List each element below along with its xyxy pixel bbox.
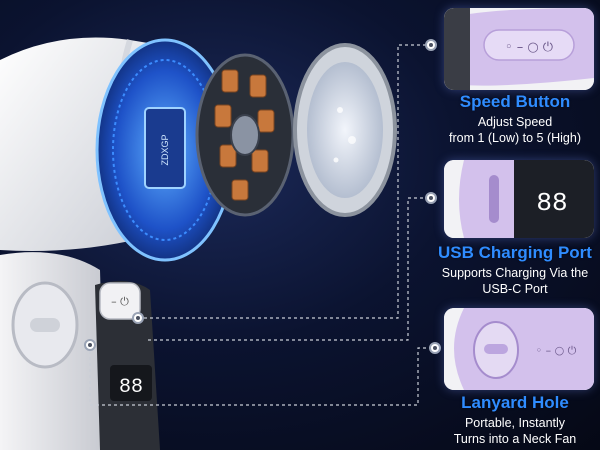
feature-desc-lanyard-line1: Portable, Instantly	[464, 416, 566, 430]
feature-desc-usb-line2: USB-C Port	[482, 282, 548, 296]
fan-handle: – ⏻ 88	[0, 252, 160, 450]
svg-text:88: 88	[536, 188, 567, 218]
motor-housing: ZDXGP	[95, 38, 235, 262]
air-filter-disc	[293, 43, 397, 217]
feature-desc-speed-line2: from 1 (Low) to 5 (High)	[449, 131, 581, 145]
usb-port-icon: 88	[444, 160, 594, 238]
callout-dot-icon	[425, 192, 437, 204]
feature-title-usb-port: USB Charging Port	[438, 243, 592, 262]
feature-desc-speed-line1: Adjust Speed	[477, 115, 553, 129]
svg-text:◦ – ○ ⏻: ◦ – ○ ⏻	[505, 40, 553, 55]
callout-connectors	[89, 44, 432, 406]
lanyard-hole-thumbnail: ◦ – ○ ⏻	[444, 308, 594, 390]
speed-button-icon: ◦ – ○ ⏻	[444, 8, 594, 90]
callout-dot-icon	[84, 339, 96, 351]
callout-dot-icon	[132, 312, 144, 324]
feature-title-lanyard-hole: Lanyard Hole	[461, 393, 569, 412]
feature-desc-lanyard-line2: Turns into a Neck Fan	[453, 432, 577, 446]
callout-dot-icon	[429, 342, 441, 354]
callout-dot-icon	[425, 39, 437, 51]
chip-label: ZDXGP	[160, 134, 170, 165]
feature-desc-usb-line1: Supports Charging Via the	[441, 266, 589, 280]
motor-rotor	[195, 53, 295, 217]
lanyard-hole-icon: ◦ – ○ ⏻	[444, 308, 594, 390]
feature-title-speed-button: Speed Button	[459, 92, 571, 111]
speed-button-thumbnail: ◦ – ○ ⏻	[444, 8, 594, 90]
svg-text:◦ – ○ ⏻: ◦ – ○ ⏻	[536, 344, 577, 357]
usb-port-thumbnail: 88	[444, 160, 594, 238]
svg-text:– ⏻: – ⏻	[111, 295, 129, 308]
speed-display-digits: 88	[119, 376, 143, 399]
